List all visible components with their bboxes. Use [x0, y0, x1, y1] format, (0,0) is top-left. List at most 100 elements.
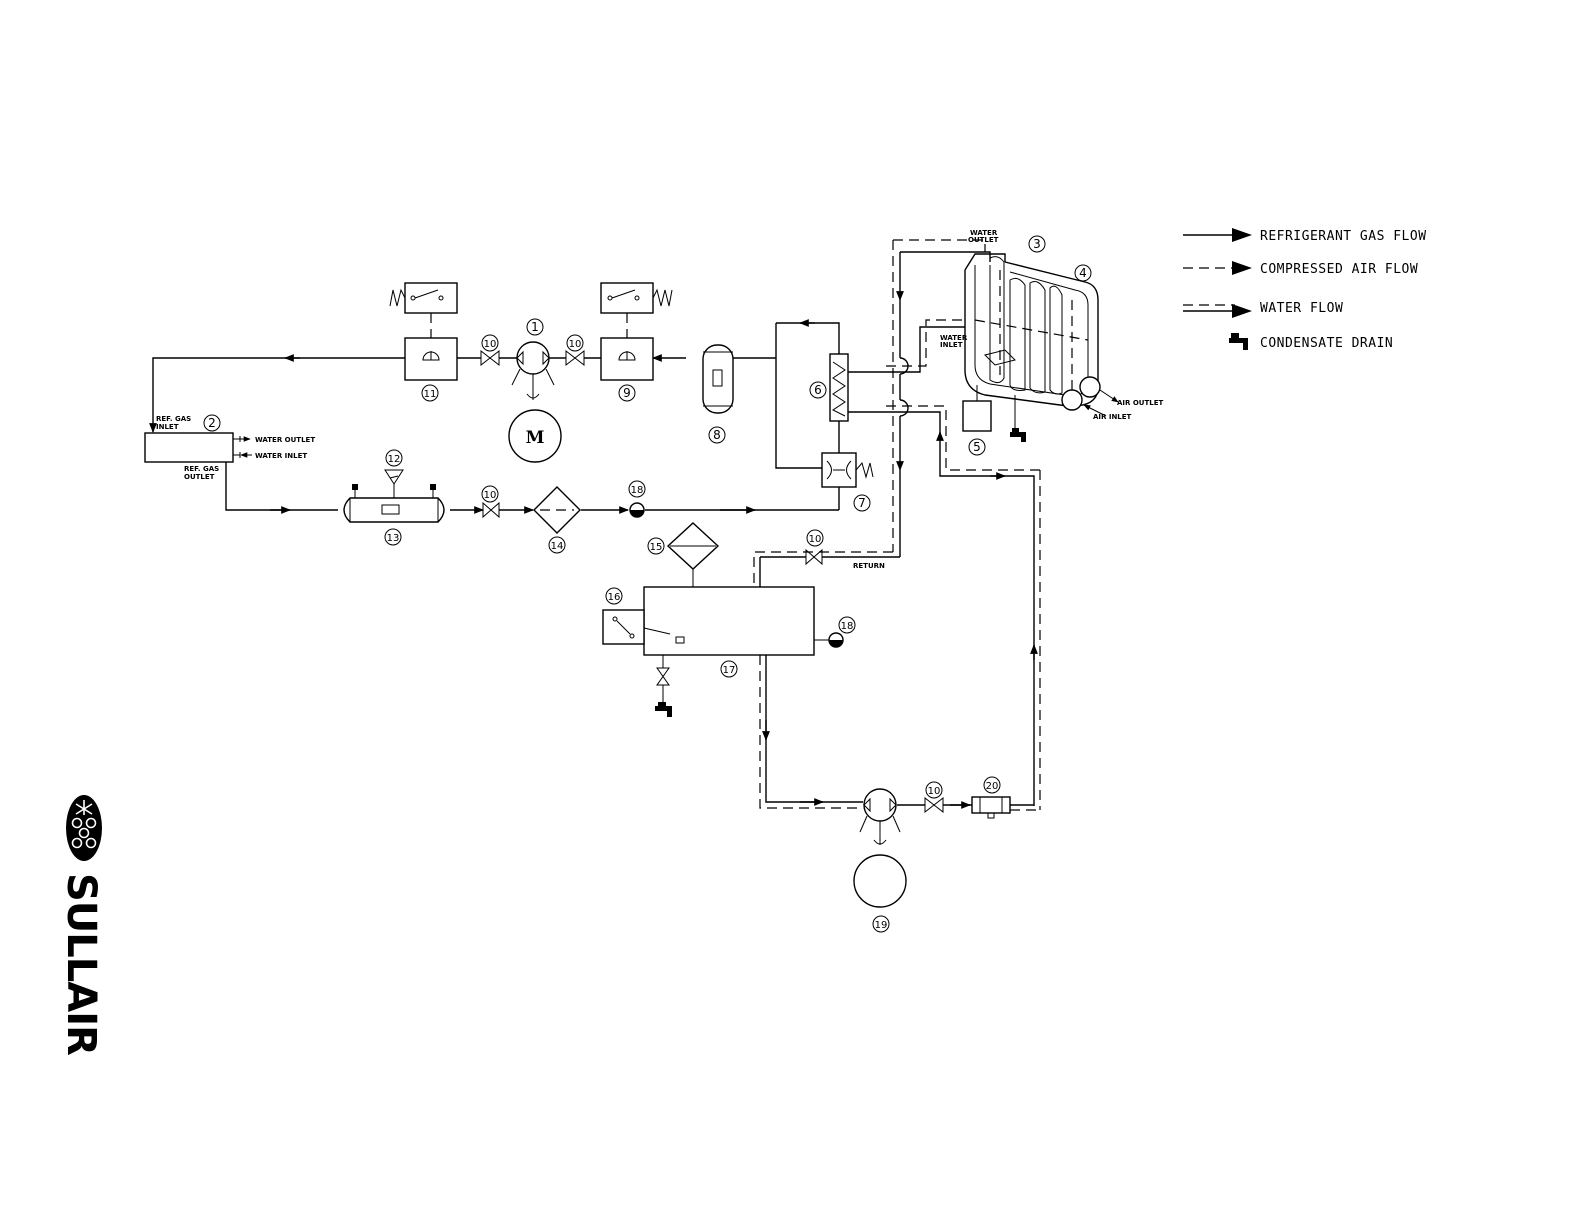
- condenser-water-outlet-label: WATER OUTLET: [255, 436, 315, 444]
- callout-18a: 18: [629, 481, 645, 497]
- legend-refrigerant-label: REFRIGERANT GAS FLOW: [1260, 229, 1427, 244]
- svg-text:2: 2: [208, 416, 216, 430]
- motor-label: M: [526, 428, 545, 448]
- svg-text:15: 15: [650, 542, 663, 553]
- svg-text:10: 10: [809, 534, 822, 545]
- level-switch-16: [603, 610, 644, 644]
- svg-text:1: 1: [531, 320, 539, 334]
- callout-10e: 10: [926, 782, 942, 798]
- accumulator-8: [703, 345, 733, 413]
- svg-text:17: 17: [723, 665, 736, 676]
- sullair-logo: SULLAIR: [58, 795, 104, 1055]
- condenser-water-inlet-label: WATER INLET: [255, 452, 307, 460]
- pump-19: [854, 789, 906, 907]
- separator-5: [963, 385, 991, 431]
- callout-17: 17: [721, 661, 737, 677]
- callout-4: 4: [1075, 265, 1091, 281]
- svg-text:11: 11: [424, 389, 437, 400]
- callout-15: 15: [648, 538, 664, 554]
- callout-12: 12: [386, 450, 402, 466]
- sight-glass-18a: [630, 503, 644, 517]
- tank-17: [644, 587, 814, 717]
- callout-10d: 10: [807, 530, 823, 546]
- refrigerant-lines: [153, 323, 839, 510]
- svg-text:10: 10: [569, 339, 582, 350]
- callout-19: 19: [873, 916, 889, 932]
- svg-text:20: 20: [986, 781, 999, 792]
- bypass-valve-7: [822, 453, 873, 487]
- pressure-switch-11: [390, 283, 457, 380]
- callout-6: 6: [810, 382, 826, 398]
- svg-text:10: 10: [928, 786, 941, 797]
- callout-7: 7: [854, 495, 870, 511]
- svg-text:3: 3: [1033, 237, 1041, 251]
- svg-text:7: 7: [858, 496, 866, 510]
- callout-10a: 10: [482, 335, 498, 351]
- callout-13: 13: [385, 529, 401, 545]
- drain-icon: [1010, 428, 1026, 442]
- callout-1: 1: [527, 319, 543, 335]
- strainer-20: [972, 797, 1010, 818]
- legend-compressed-air-label: COMPRESSED AIR FLOW: [1260, 262, 1418, 277]
- callout-9: 9: [619, 385, 635, 401]
- callout-14: 14: [549, 537, 565, 553]
- svg-text:9: 9: [623, 386, 631, 400]
- svg-text:5: 5: [973, 440, 981, 454]
- valve-10d[interactable]: [806, 550, 822, 564]
- ref-gas-outlet-label-1: REF. GAS: [184, 465, 219, 473]
- sight-glass-18b: [814, 633, 843, 647]
- legend-refrigerant: REFRIGERANT GAS FLOW: [1183, 228, 1427, 244]
- svg-text:19: 19: [875, 920, 888, 931]
- valve-10e[interactable]: [925, 798, 943, 812]
- valve-10c[interactable]: [483, 503, 499, 517]
- drain-icon: [655, 702, 672, 717]
- heat-exchanger-6: [830, 354, 880, 421]
- ref-gas-outlet-label-2: OUTLET: [184, 473, 215, 481]
- svg-text:14: 14: [551, 541, 564, 552]
- legend-water: WATER FLOW: [1183, 301, 1343, 318]
- relief-valve-12: [385, 470, 403, 498]
- filter-15: [668, 523, 718, 587]
- svg-text:18: 18: [841, 621, 854, 632]
- evap-water-inlet-label-2: INLET: [940, 341, 963, 349]
- callout-11: 11: [422, 385, 438, 401]
- callout-8: 8: [709, 427, 725, 443]
- sullair-wordmark: SULLAIR: [58, 873, 104, 1055]
- callout-18b: 18: [839, 617, 855, 633]
- svg-text:4: 4: [1079, 266, 1087, 280]
- callout-3: 3: [1029, 236, 1045, 252]
- callout-16: 16: [606, 588, 622, 604]
- evap-water-outlet-label-2: OUTLET: [968, 236, 999, 244]
- callout-10c: 10: [482, 486, 498, 502]
- sullair-emblem-icon: [66, 795, 102, 861]
- drain-icon: [1229, 333, 1248, 350]
- legend: REFRIGERANT GAS FLOW COMPRESSED AIR FLOW…: [1183, 228, 1427, 351]
- legend-compressed-air: COMPRESSED AIR FLOW: [1183, 261, 1418, 277]
- filter-drier-14: [534, 487, 580, 533]
- svg-text:18: 18: [631, 485, 644, 496]
- valve-10a[interactable]: [481, 351, 499, 365]
- air-inlet-label: AIR INLET: [1093, 413, 1132, 421]
- svg-text:12: 12: [388, 454, 401, 465]
- svg-text:10: 10: [484, 490, 497, 501]
- svg-text:10: 10: [484, 339, 497, 350]
- svg-text:16: 16: [608, 592, 621, 603]
- pressure-switch-9: [601, 283, 672, 380]
- air-outlet-label: AIR OUTLET: [1117, 399, 1164, 407]
- callout-2: 2: [204, 415, 220, 431]
- svg-text:13: 13: [387, 533, 400, 544]
- ref-gas-inlet-label-2: INLET: [156, 423, 179, 431]
- svg-text:6: 6: [814, 383, 822, 397]
- legend-water-label: WATER FLOW: [1260, 301, 1343, 316]
- legend-condensate: CONDENSATE DRAIN: [1229, 333, 1393, 351]
- return-label: RETURN: [853, 562, 885, 570]
- valve-10b[interactable]: [566, 351, 584, 365]
- condenser-2: REF. GAS INLET REF. GAS OUTLET WATER OUT…: [145, 415, 315, 481]
- legend-condensate-label: CONDENSATE DRAIN: [1260, 336, 1393, 351]
- callout-10b: 10: [567, 335, 583, 351]
- compressor-1: [512, 342, 554, 400]
- ref-gas-inlet-label-1: REF. GAS: [156, 415, 191, 423]
- air-lines: [754, 240, 1040, 810]
- callout-5: 5: [969, 439, 985, 455]
